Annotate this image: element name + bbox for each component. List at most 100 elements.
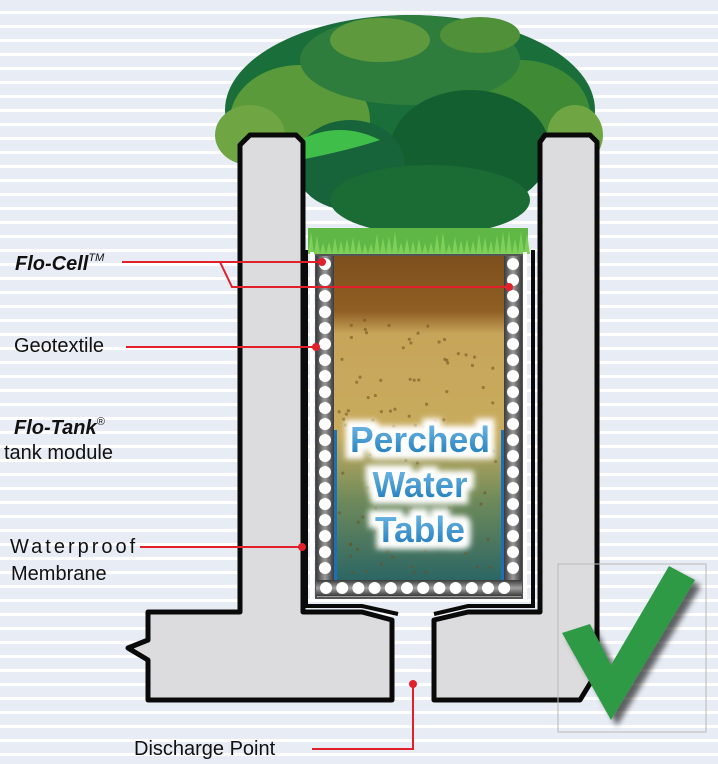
soil-speckle xyxy=(349,335,354,340)
flo-cell-hole xyxy=(507,338,519,350)
soil-speckle xyxy=(361,515,365,519)
flo-cell-hole xyxy=(319,418,331,430)
label-geotextile: Geotextile xyxy=(14,335,105,357)
flo-cell-hole xyxy=(401,582,413,594)
flo-cell-hole xyxy=(507,562,519,574)
flo-cell-hole xyxy=(319,322,331,334)
leader-flo-cell xyxy=(122,261,509,288)
soil-speckle xyxy=(442,418,446,422)
soil-speckle xyxy=(392,424,396,428)
flo-cell-hole xyxy=(319,354,331,366)
flo-cell-hole xyxy=(319,450,331,462)
soil-speckle xyxy=(342,417,346,421)
soil-speckle xyxy=(355,431,360,435)
flo-cell-hole xyxy=(507,498,519,510)
flo-cell-hole xyxy=(319,306,331,318)
soil-speckle xyxy=(457,481,461,485)
soil-speckle xyxy=(470,363,475,368)
flo-cell-hole xyxy=(507,354,519,366)
soil-speckle xyxy=(427,442,431,446)
soil-speckle xyxy=(391,555,395,559)
soil-speckle xyxy=(458,517,462,522)
soil-speckle xyxy=(382,517,386,521)
flo-cell-hole xyxy=(352,582,365,594)
soil-speckle xyxy=(350,570,355,575)
soil-speckle xyxy=(407,337,411,341)
soil-speckle xyxy=(463,551,468,555)
soil-speckle xyxy=(413,424,418,428)
left-wall xyxy=(125,132,395,703)
soil-speckle xyxy=(381,442,385,447)
soil-speckle xyxy=(401,346,405,350)
soil-speckle xyxy=(355,380,359,384)
soil-speckle xyxy=(491,449,496,453)
soil-speckle xyxy=(344,423,348,427)
soil-speckle xyxy=(364,331,369,335)
soil-profile xyxy=(333,256,505,581)
soil-speckle xyxy=(366,486,370,490)
soil-speckle xyxy=(431,430,435,435)
flo-cell-hole xyxy=(336,582,349,594)
soil-speckle xyxy=(340,357,344,361)
flo-cell-hole xyxy=(417,582,430,594)
soil-speckle xyxy=(358,375,362,379)
soil-speckle xyxy=(459,484,463,489)
flo-cell-hole xyxy=(319,274,331,286)
flo-cell-hole xyxy=(507,274,519,286)
soil-speckle xyxy=(431,438,435,442)
soil-speckles xyxy=(337,318,498,575)
soil-speckle xyxy=(442,337,447,342)
soil-speckle xyxy=(385,549,390,554)
leader-dots xyxy=(298,258,513,688)
soil-speckle xyxy=(446,483,450,487)
flo-cell-hole xyxy=(319,290,331,302)
flo-cell-hole xyxy=(319,434,331,446)
center-text-line1: Perched xyxy=(350,419,490,460)
soil-speckle xyxy=(341,471,345,475)
center-text-line3: Table xyxy=(375,509,465,550)
flo-cell-hole xyxy=(319,482,331,494)
soil-speckle xyxy=(437,340,441,344)
soil-speckle xyxy=(486,537,490,542)
soil-speckle xyxy=(388,409,393,413)
soil-speckle xyxy=(337,410,341,414)
soil-speckle xyxy=(464,353,468,357)
soil-speckle xyxy=(349,554,353,558)
flo-cell-hole xyxy=(507,450,519,462)
flo-cell-hole xyxy=(319,514,331,526)
soil-speckle xyxy=(412,570,416,575)
soil-speckle xyxy=(409,506,413,511)
soil-speckle xyxy=(371,418,375,422)
soil-speckle xyxy=(355,547,360,551)
flo-cell-hole xyxy=(507,386,519,398)
soil-speckle xyxy=(491,401,495,405)
soil-speckle xyxy=(423,530,427,534)
soil-speckle xyxy=(493,459,498,464)
soil-speckle xyxy=(416,331,420,335)
flo-cell-hole xyxy=(319,498,331,510)
label-flo-cell: Flo-CellTM xyxy=(15,252,105,275)
soil-speckle xyxy=(348,543,353,547)
flo-cell-hole xyxy=(465,582,478,594)
soil-speckle xyxy=(356,520,360,524)
soil-speckle xyxy=(407,532,411,536)
soil-speckle xyxy=(439,529,443,534)
flo-cell-hole xyxy=(507,514,519,526)
checkmark-frame xyxy=(557,563,707,733)
flo-cell-hole xyxy=(507,370,519,382)
soil-speckle xyxy=(408,447,412,451)
soil-speckle xyxy=(443,540,447,544)
soil-speckle xyxy=(473,355,477,359)
label-waterproof: Waterproof xyxy=(10,536,139,558)
flo-cell-hole xyxy=(507,482,519,494)
soil-speckle xyxy=(425,402,429,406)
soil-speckle xyxy=(456,352,460,356)
soil-speckle xyxy=(410,540,414,545)
soil-speckle xyxy=(387,323,391,328)
soil-speckle xyxy=(409,341,413,345)
soil-speckle xyxy=(488,565,492,569)
flo-cell-hole xyxy=(319,338,331,350)
flo-cell-hole xyxy=(449,582,462,594)
soil-speckle xyxy=(379,410,384,414)
